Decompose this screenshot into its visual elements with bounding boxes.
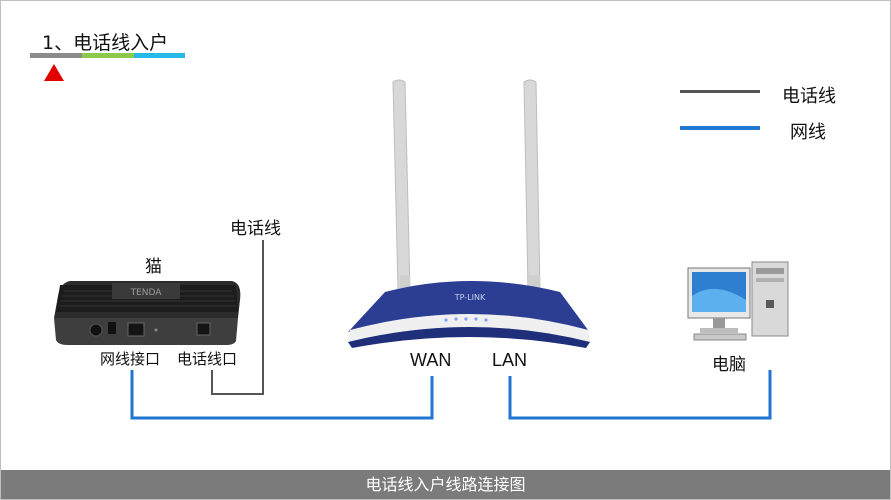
progress-segment-1 xyxy=(30,53,82,58)
legend-swatch-network-cable xyxy=(680,126,760,130)
progress-marker-triangle xyxy=(44,64,64,81)
legend-swatch-phone-line xyxy=(680,90,760,93)
legend-label-network-cable: 网线 xyxy=(790,122,826,143)
router-device: TP-LINK xyxy=(348,79,590,348)
progress-segment-3 xyxy=(134,53,185,58)
router-lan-label: LAN xyxy=(492,350,528,370)
modem-phone-port xyxy=(196,322,211,336)
router-brand-text: TP-LINK xyxy=(454,293,486,302)
modem-device: TENDA xyxy=(54,281,241,345)
router-wan-label: WAN xyxy=(410,350,452,370)
step-progress-bar xyxy=(30,53,185,58)
step-title: 1、电话线入户 xyxy=(42,32,169,54)
modem-to-router-wan-cable xyxy=(130,370,434,420)
phone-line-wire xyxy=(211,240,264,395)
router-antenna-right xyxy=(523,79,541,291)
modem-label: 猫 xyxy=(145,257,162,277)
progress-segment-2 xyxy=(82,53,134,58)
diagram-caption: 电话线入户线路连接图 xyxy=(1,470,890,499)
legend-label-phone-line: 电话线 xyxy=(782,86,836,107)
phone-line-label: 电话线 xyxy=(230,219,281,239)
modem-lan-port-label: 网线接口 xyxy=(100,350,161,368)
modem-brand-text: TENDA xyxy=(130,288,163,298)
modem-lan-port xyxy=(127,322,145,337)
router-antenna-left xyxy=(392,79,411,291)
computer-device xyxy=(687,261,789,341)
modem-phone-port-label: 电话线口 xyxy=(177,350,238,368)
router-lan-to-computer-cable xyxy=(508,370,772,420)
computer-label: 电脑 xyxy=(712,355,746,375)
